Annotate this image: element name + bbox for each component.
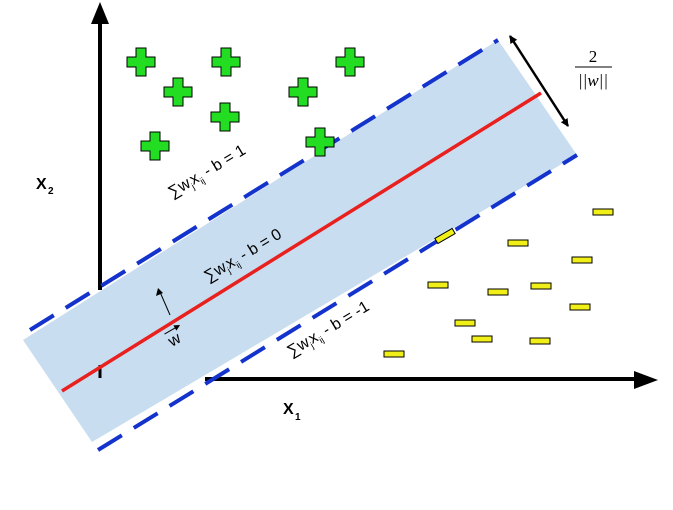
negative-point — [592, 208, 614, 216]
negative-point — [530, 282, 552, 290]
positive-point — [163, 77, 193, 107]
separating-hyperplane — [61, 91, 542, 393]
upper-margin-equation: ∑wjxij - b = 1 — [165, 142, 250, 203]
positive-point — [210, 102, 240, 132]
negative-point — [569, 303, 591, 311]
svg-text:X: X — [36, 176, 47, 193]
y-axis-label: X 2 — [36, 176, 54, 197]
upper-margin-line — [28, 38, 500, 332]
positive-point — [211, 47, 241, 77]
svg-text:||w||: ||w|| — [578, 71, 608, 90]
svg-text:1: 1 — [295, 412, 301, 423]
negative-point — [434, 227, 456, 245]
lower-margin-line — [96, 153, 579, 452]
svg-text:∑wjxij - b = 1: ∑wjxij - b = 1 — [165, 142, 250, 203]
svg-text:2: 2 — [589, 47, 598, 66]
positive-point — [335, 47, 365, 77]
normal-vector-arrowhead — [156, 288, 163, 296]
x-axis-label: X 1 — [283, 401, 301, 423]
negative-point — [383, 350, 405, 358]
x-axis-arrowhead — [634, 371, 658, 389]
negative-class-points — [383, 208, 614, 358]
y-axis-arrowhead — [91, 2, 109, 24]
negative-point — [487, 288, 509, 296]
margin-width-arrow — [508, 35, 570, 127]
negative-point — [571, 256, 593, 264]
positive-point — [126, 47, 156, 77]
positive-point — [288, 77, 318, 107]
positive-class-points — [126, 47, 365, 161]
negative-point — [427, 281, 449, 289]
negative-point — [454, 319, 476, 327]
negative-point — [471, 335, 493, 343]
negative-point — [529, 337, 551, 345]
positive-point — [140, 131, 170, 161]
svg-text:2: 2 — [48, 186, 54, 197]
normal-vector-arrow — [159, 291, 171, 316]
margin-width-label: 2 ||w|| — [575, 47, 612, 90]
positive-point — [305, 127, 335, 157]
negative-point — [507, 239, 529, 247]
svg-text:X: X — [283, 401, 294, 418]
